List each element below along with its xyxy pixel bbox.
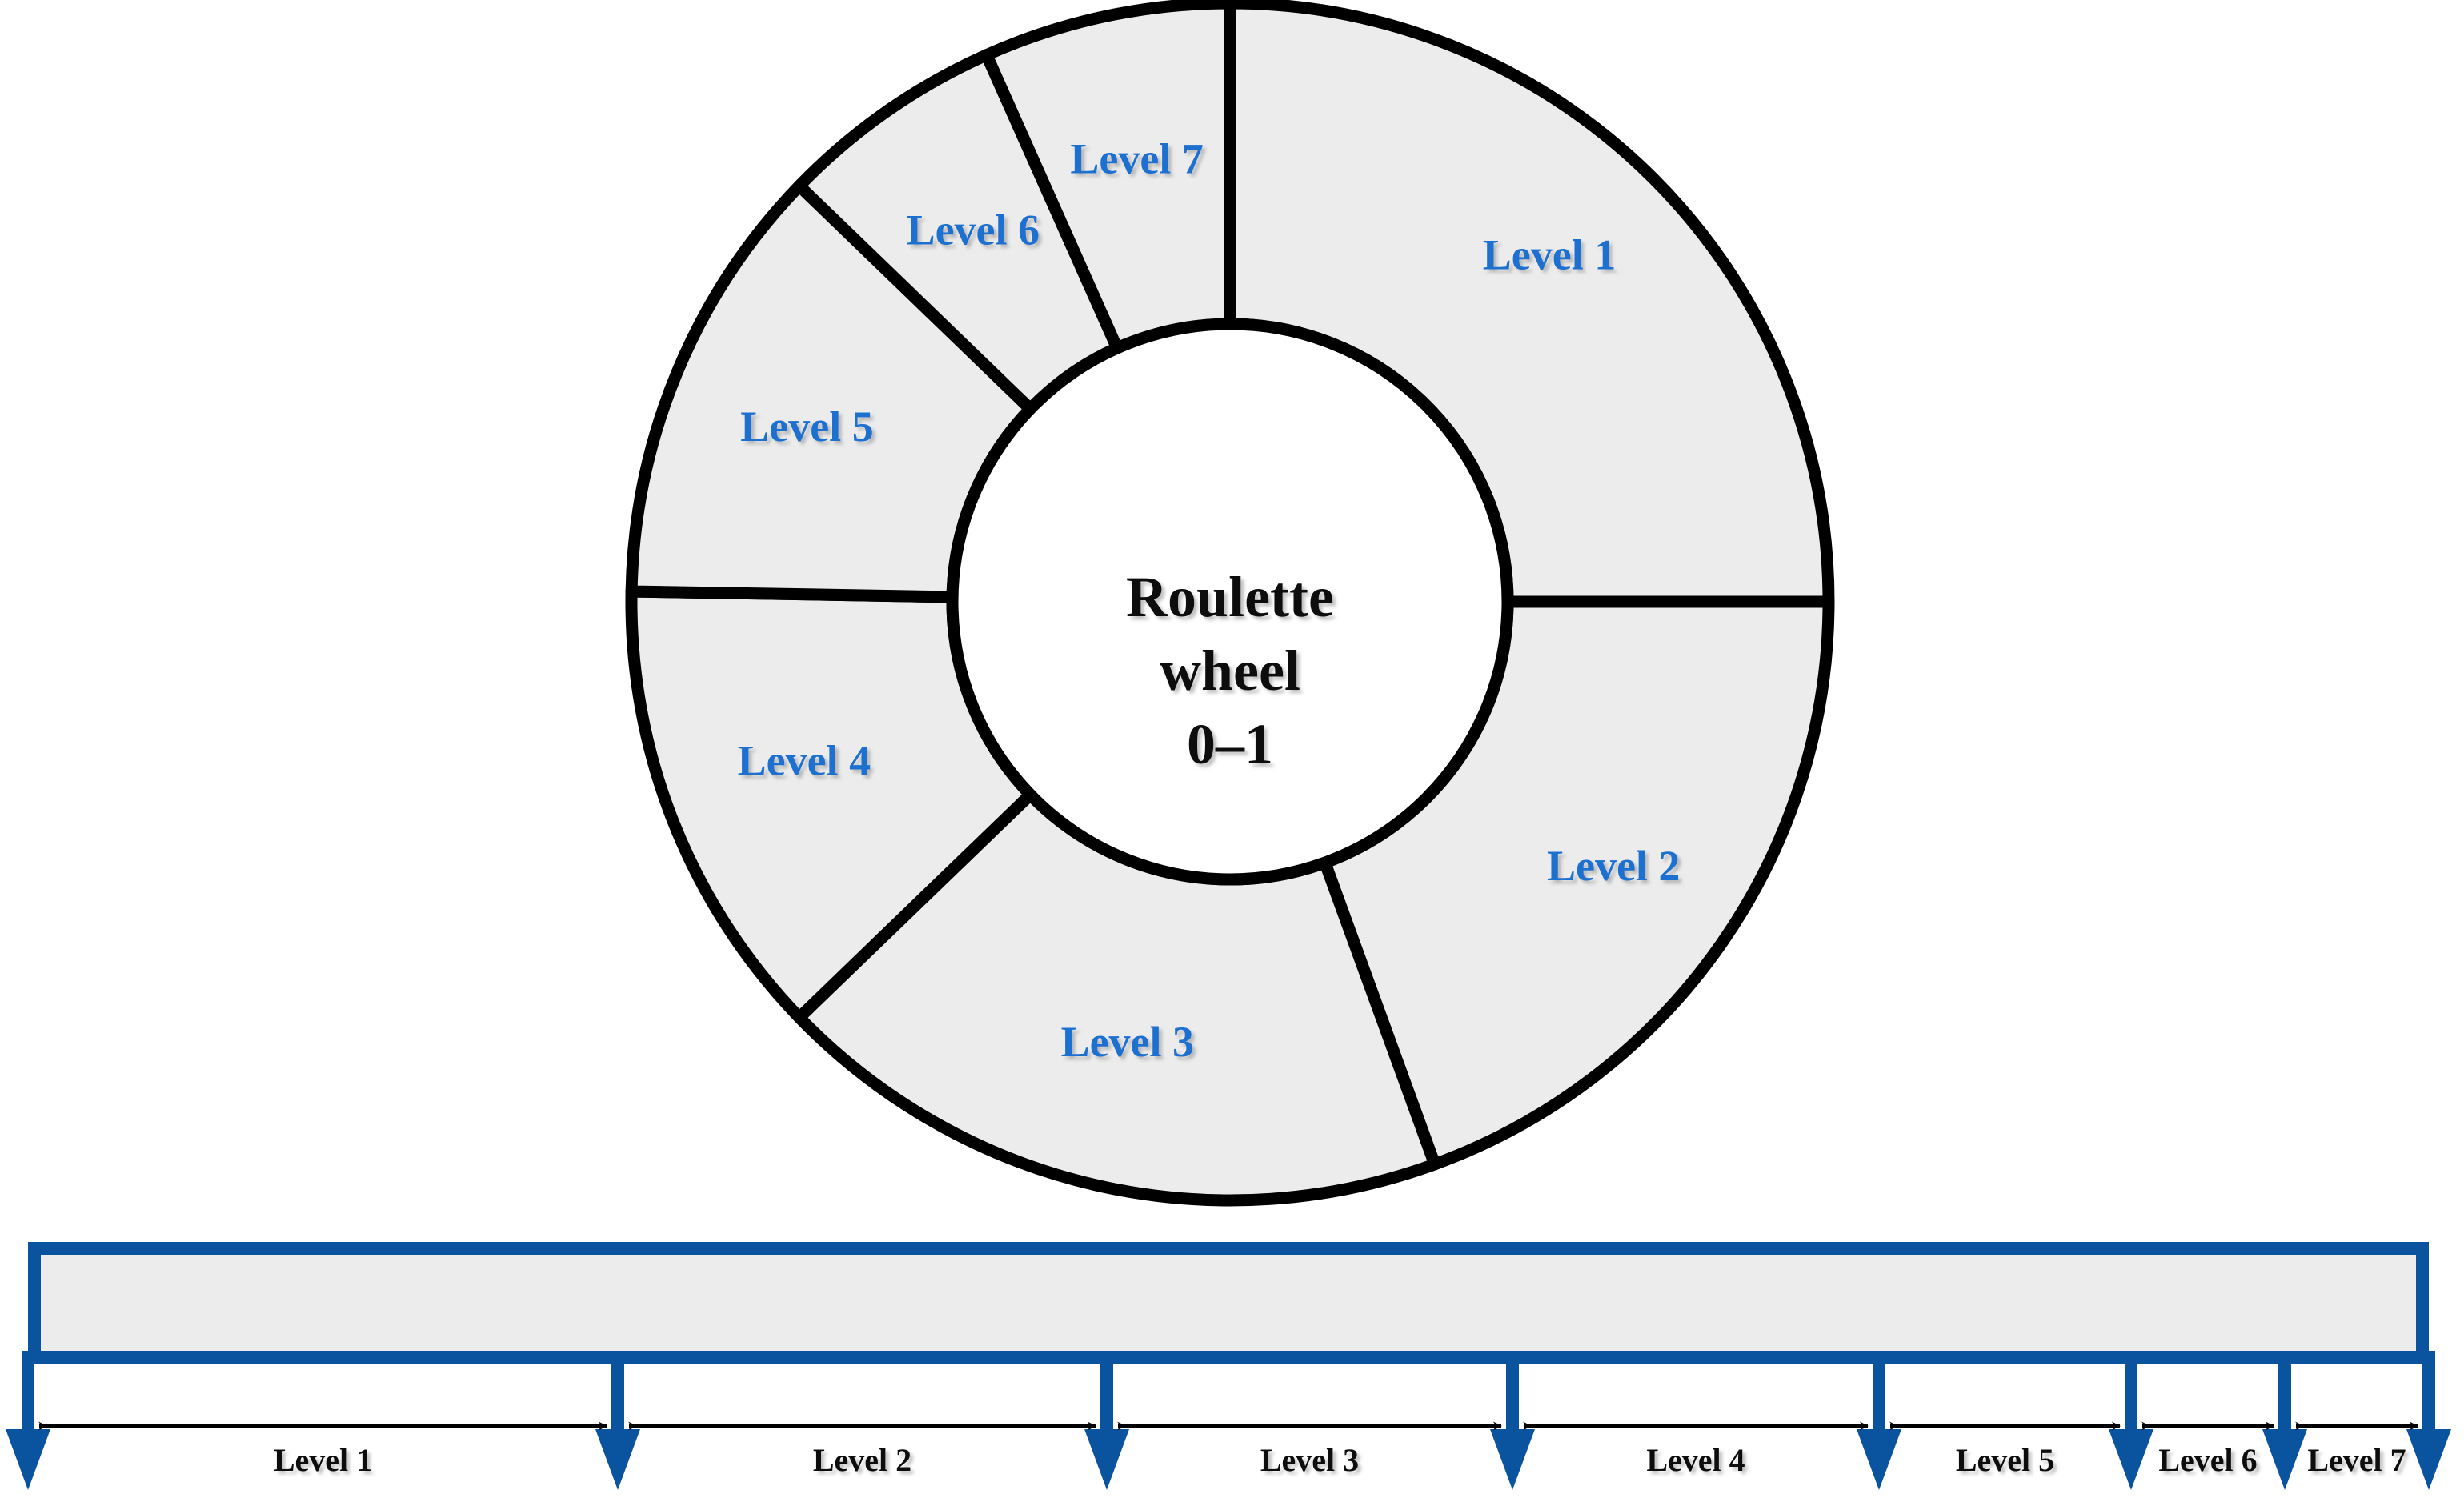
wheel-sector-labels: Level 1 Level 2 Level 3 Level 4 Level 5 Level… [738,135,1681,1066]
bar-tick-arrow-1 [595,1351,640,1490]
bar-tick-arrow-2 [1084,1351,1129,1490]
bar-tick-arrow-7 [2406,1351,2451,1490]
interval-bar-rect[interactable] [28,1242,2429,1364]
bar-tick-arrow-4 [1857,1351,1901,1490]
segment-label-level-2: Level 2 [813,1442,911,1478]
wheel-hub-circle [946,318,1514,886]
interval-bar [28,1242,2429,1364]
segment-label-level-1: Level 1 [274,1442,372,1478]
bar-tick-shaft [611,1351,624,1429]
segment-label-level-4: Level 4 [1646,1442,1745,1478]
center-line-2: wheel [1160,639,1300,703]
bar-tick-shaft [1506,1351,1519,1429]
wheel-label-level-4: Level 4 [738,737,871,785]
bar-tick-head [1857,1429,1901,1490]
wheel-center-hub: Roulette wheel 0–1 [1126,565,1334,776]
bar-tick-head [6,1429,50,1490]
interval-segment-labels: Level 1 Level 2 Level 3 Level 4 Level 5 Level… [274,1442,2406,1478]
segment-label-level-3: Level 3 [1260,1442,1359,1478]
wheel-label-level-7: Level 7 [1070,135,1203,183]
bar-tick-arrow-6 [2262,1351,2307,1490]
bar-tick-shaft [2422,1351,2435,1429]
bar-tick-shaft [2125,1351,2137,1429]
bar-tick-head [2109,1429,2153,1490]
bar-tick-head [595,1429,640,1490]
bar-tick-head [1490,1429,1535,1490]
bar-tick-shaft [22,1351,34,1429]
wheel-label-level-2: Level 2 [1547,842,1680,890]
center-line-3: 0–1 [1187,712,1273,776]
bar-tick-shaft [1873,1351,1885,1429]
wheel-label-level-5: Level 5 [740,403,873,451]
bar-tick-arrow-3 [1490,1351,1535,1490]
roulette-wheel [625,0,1835,1207]
bar-tick-shaft [1100,1351,1113,1429]
bar-tick-head [2262,1429,2307,1490]
wheel-label-level-6: Level 6 [907,206,1040,254]
bar-tick-head [2406,1429,2451,1490]
center-line-1: Roulette [1126,565,1334,629]
segment-label-level-5: Level 5 [1956,1442,2054,1478]
bar-tick-head [1084,1429,1129,1490]
segment-label-level-6: Level 6 [2158,1442,2257,1478]
interval-bar-ticks [6,1351,2451,1490]
wheel-label-level-1: Level 1 [1483,231,1616,279]
bar-tick-shaft [2278,1351,2291,1429]
wheel-label-level-3: Level 3 [1061,1018,1194,1066]
bar-tick-arrow-5 [2109,1351,2153,1490]
bar-tick-arrow-0 [6,1351,50,1490]
segment-label-level-7: Level 7 [2307,1442,2406,1478]
